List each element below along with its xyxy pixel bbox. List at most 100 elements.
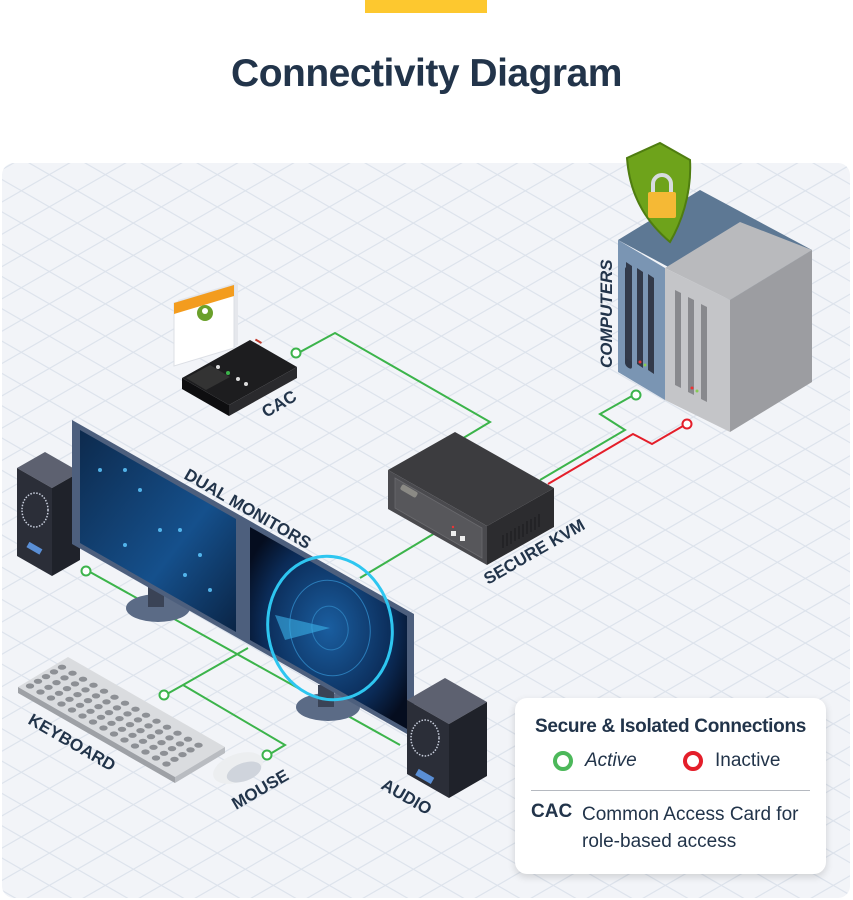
keyboard-key: [152, 718, 161, 724]
keyboard-key: [57, 701, 66, 707]
keyboard-key: [125, 722, 135, 728]
keyboard-key: [49, 669, 59, 675]
legend-title: Secure & Isolated Connections: [534, 716, 807, 737]
mouse-icon: [213, 752, 263, 784]
keyboard-key: [136, 728, 145, 734]
grid-line: [2, 163, 541, 898]
cac-node[interactable]: CAC: [173, 282, 300, 421]
keyboard-key: [167, 746, 177, 752]
keyboard-key: [151, 755, 161, 761]
keyboard-key: [96, 714, 106, 720]
keyboard-key: [146, 734, 156, 740]
connection-mouse-active: [182, 684, 287, 755]
keyboard-key: [52, 680, 61, 686]
audio-left-node[interactable]: [17, 452, 80, 576]
keyboard-key: [99, 725, 108, 731]
keyboard-key: [117, 726, 127, 732]
grid-line: [135, 163, 850, 898]
inactive-ring-icon: [683, 751, 703, 771]
card-reader-icon: [182, 338, 297, 416]
computers-label: COMPUTERS: [597, 259, 616, 368]
grid-line: [2, 163, 429, 898]
grid-line: [191, 163, 850, 898]
keyboard-key: [86, 708, 95, 714]
keyboard-key: [78, 676, 88, 682]
keyboard-key: [60, 675, 69, 681]
grid-line: [2, 163, 850, 898]
keyboard-key: [154, 729, 164, 735]
legend-divider: [531, 790, 810, 791]
grid-line: [2, 163, 317, 898]
secure-kvm-node[interactable]: SECURE KVM: [388, 432, 588, 588]
computers-node[interactable]: COMPUTERS: [597, 141, 812, 432]
keyboard-key: [162, 724, 172, 730]
grid-line: [2, 163, 317, 898]
audio-node[interactable]: AUDIO: [378, 678, 487, 819]
grid-line: [2, 163, 373, 898]
keyboard-key: [65, 696, 74, 702]
keyboard-key: [41, 674, 51, 680]
keyboard-key: [194, 742, 203, 748]
grid-line: [79, 163, 850, 898]
legend-card: Secure & Isolated Connections Active Ina…: [515, 698, 826, 874]
legend-abbr: CAC: [531, 801, 573, 822]
keyboard-key: [73, 692, 82, 698]
legend-item-active: Active: [553, 750, 637, 772]
keyboard-key: [162, 761, 171, 767]
keyboard-key: [88, 719, 98, 725]
keyboard-key: [141, 712, 151, 718]
monitor-icon: [72, 420, 414, 738]
keyboard-key: [83, 698, 93, 704]
keyboard-key: [25, 683, 35, 689]
grid-line: [2, 163, 261, 898]
keyboard-node[interactable]: KEYBOARD: [18, 657, 225, 783]
grid-line: [2, 163, 429, 898]
grid-line: [247, 163, 850, 898]
legend-active-label: Active: [585, 750, 637, 771]
port-mouse-active: [261, 749, 273, 761]
keyboard-key: [183, 736, 193, 742]
keyboard-key: [159, 750, 169, 756]
keyboard-key: [131, 706, 140, 712]
grid-line: [2, 163, 653, 898]
login-window-icon: [173, 282, 238, 367]
grid-line: [2, 163, 597, 898]
keyboard-key: [104, 710, 114, 716]
keyboard-key: [102, 699, 111, 705]
keyboard-key: [157, 740, 166, 746]
port-keyboard-active: [158, 689, 170, 701]
grid-line: [191, 163, 850, 898]
keyboard-key: [123, 711, 132, 717]
active-ring-icon: [553, 751, 573, 771]
keyboard-key: [178, 752, 187, 758]
connection-monitors-active: [359, 529, 441, 579]
connection-lines: [80, 331, 693, 761]
keyboard-key: [33, 678, 43, 684]
keyboard-key: [62, 686, 72, 692]
keyboard-key: [67, 707, 77, 713]
keyboard-key: [173, 730, 182, 736]
connection-keyboard-active: [166, 647, 249, 695]
keyboard-icon: [18, 657, 225, 783]
grid-line: [2, 163, 485, 898]
keyboard-key: [81, 687, 90, 693]
keyboard-key: [186, 747, 195, 753]
keyboard-key: [94, 704, 103, 710]
grid-line: [2, 163, 597, 898]
port-computers-active: [630, 389, 642, 401]
keyboard-key: [165, 735, 174, 741]
mouse-node[interactable]: MOUSE: [209, 746, 292, 814]
keyboard-key: [99, 688, 109, 694]
grid-line: [2, 163, 485, 898]
keyboard-key: [107, 720, 116, 726]
keyboard-key: [144, 723, 153, 729]
legend-item-inactive: Inactive: [683, 750, 780, 772]
port-audio-left-active: [80, 565, 92, 577]
port-computers-inactive: [681, 418, 693, 430]
grid-line: [2, 163, 541, 898]
legend-abbr-description: Common Access Card for role-based access: [582, 804, 799, 852]
keyboard-key: [57, 664, 67, 670]
keyboard-key: [54, 690, 64, 696]
keyboard-key: [75, 702, 85, 708]
